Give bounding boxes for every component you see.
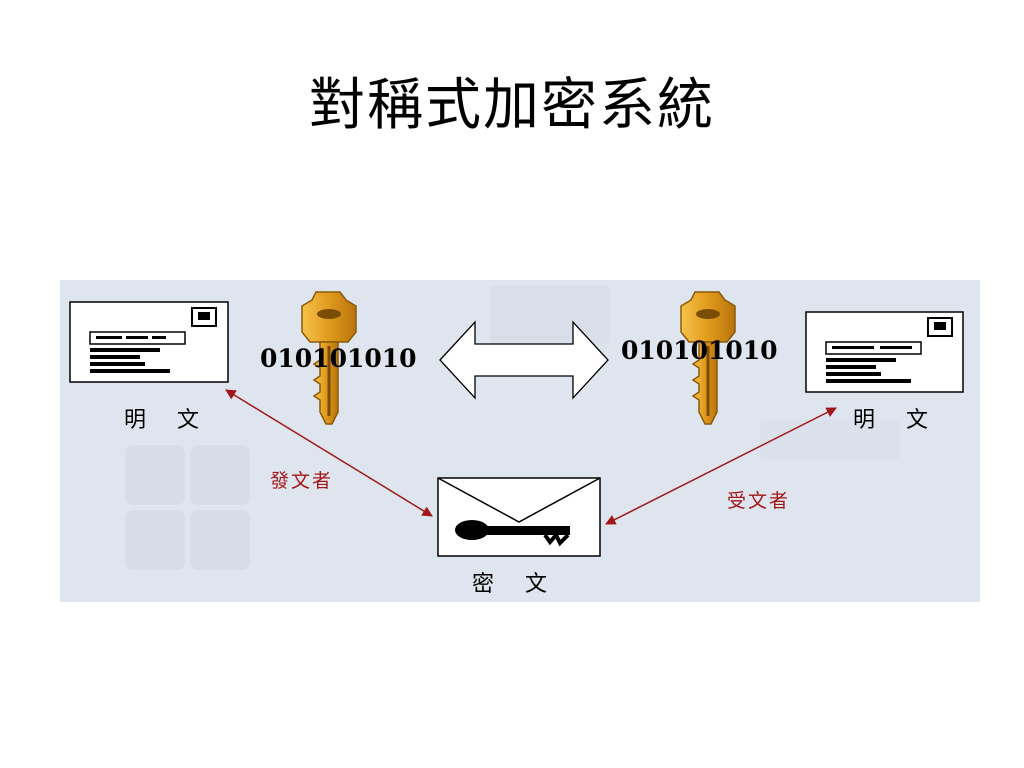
left-document-label: 明 文 <box>124 408 211 433</box>
envelope-icon <box>437 477 601 557</box>
left-document-icon <box>69 301 229 383</box>
sender-arrow <box>225 389 433 517</box>
sender-label: 發文者 <box>270 470 334 492</box>
right-document-icon <box>805 311 964 393</box>
diagram-panel: 明 文 明 文 密 文 010101010 010101010 發文者 受文者 <box>60 280 980 602</box>
diagram-canvas <box>69 285 964 570</box>
right-document-label: 明 文 <box>853 408 940 433</box>
receiver-arrow <box>605 407 837 525</box>
receiver-label: 受文者 <box>727 490 791 512</box>
double-arrow-icon <box>439 320 609 400</box>
right-binary-text: 010101010 <box>621 336 778 365</box>
envelope-label: 密 文 <box>472 572 559 597</box>
left-binary-text: 010101010 <box>260 344 417 373</box>
slide-title: 對稱式加密系統 <box>309 73 715 138</box>
